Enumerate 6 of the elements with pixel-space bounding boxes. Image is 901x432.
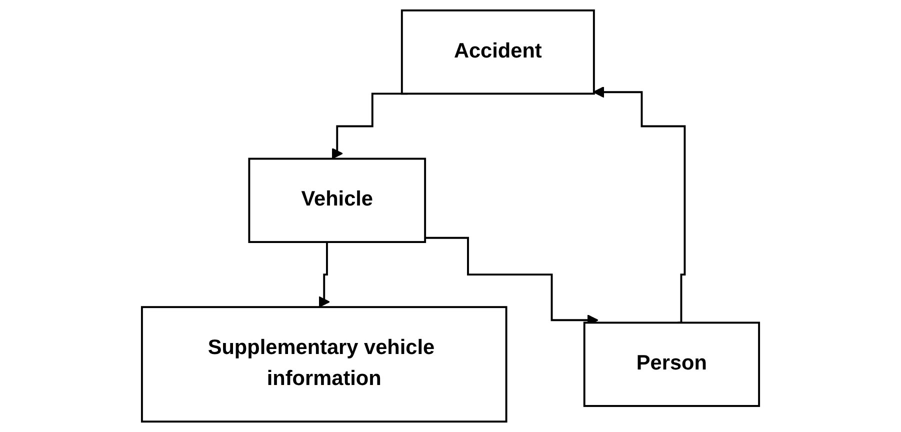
- node-box: Person: [583, 322, 760, 407]
- node-box: Supplementary vehicle information: [140, 306, 508, 423]
- arrow: [593, 86, 686, 324]
- arrow: [318, 241, 330, 308]
- node-box: Accident: [400, 9, 595, 95]
- node-box: Vehicle: [248, 158, 426, 243]
